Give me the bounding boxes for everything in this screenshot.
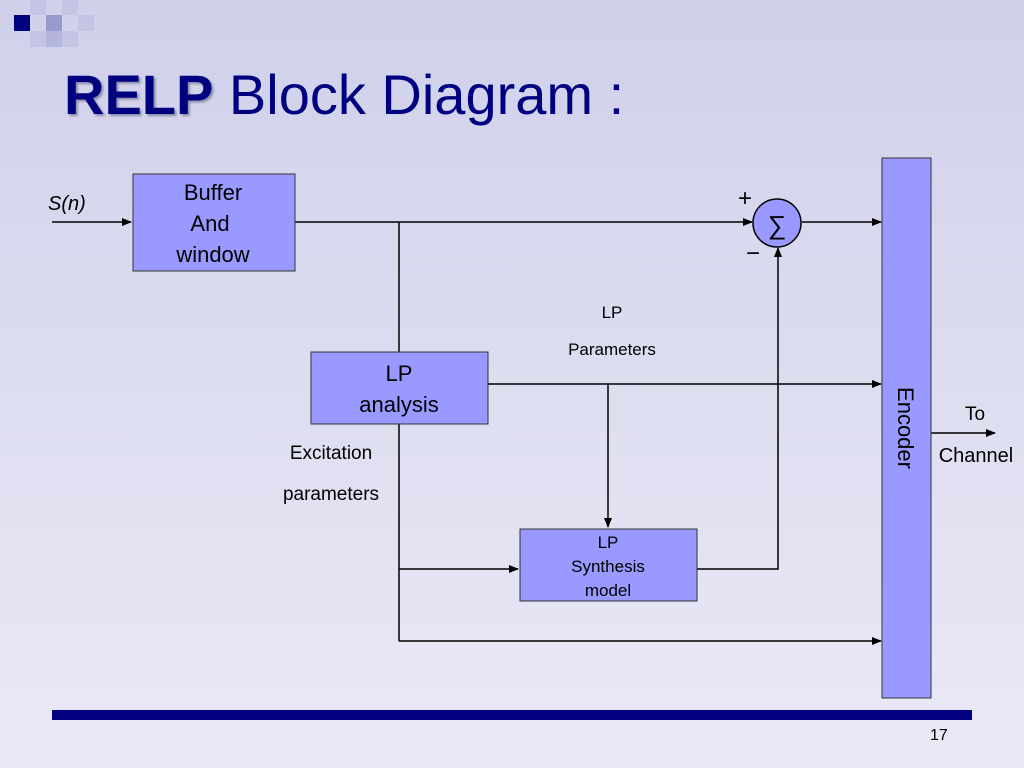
synthesis-line-2: Synthesis [571,557,645,576]
excitation-label-2: parameters [283,484,379,505]
lp-analysis-line-2: analysis [359,392,438,417]
connection-lines [52,218,996,645]
summing-junction [752,198,802,248]
synthesis-line-3: model [585,581,631,600]
lp-analysis-block [310,351,489,425]
sum-symbol: ∑ [768,210,787,240]
page-number: 17 [930,727,948,744]
synthesis-feedback-line [697,247,782,570]
lp-analysis-line-1: LP [386,361,413,386]
output-label-2: Channel [939,445,1014,467]
decorative-corner-squares [14,0,94,47]
excitation-label-1: Excitation [290,443,372,464]
title-emphasis: RELP [64,63,214,126]
lp-synthesis-block [519,528,698,602]
minus-sign: − [746,240,760,267]
input-signal-label: S(n) [48,193,86,215]
buffer-label-line-3: window [175,242,249,267]
output-label-1: To [965,404,985,425]
page-title: RELP Block Diagram : [64,62,624,127]
buffer-label-line-1: Buffer [184,180,242,205]
title-rest: Block Diagram : [213,63,625,126]
plus-sign: + [738,185,752,212]
buffer-label-line-2: And [190,211,229,236]
encoder-label: Encoder [893,387,918,469]
lp-params-label-1: LP [602,303,623,322]
encoder-block [881,157,932,699]
synthesis-line-1: LP [598,533,619,552]
bottom-rule [52,710,972,720]
lp-params-label-2: Parameters [568,340,656,359]
buffer-window-block [132,173,296,272]
